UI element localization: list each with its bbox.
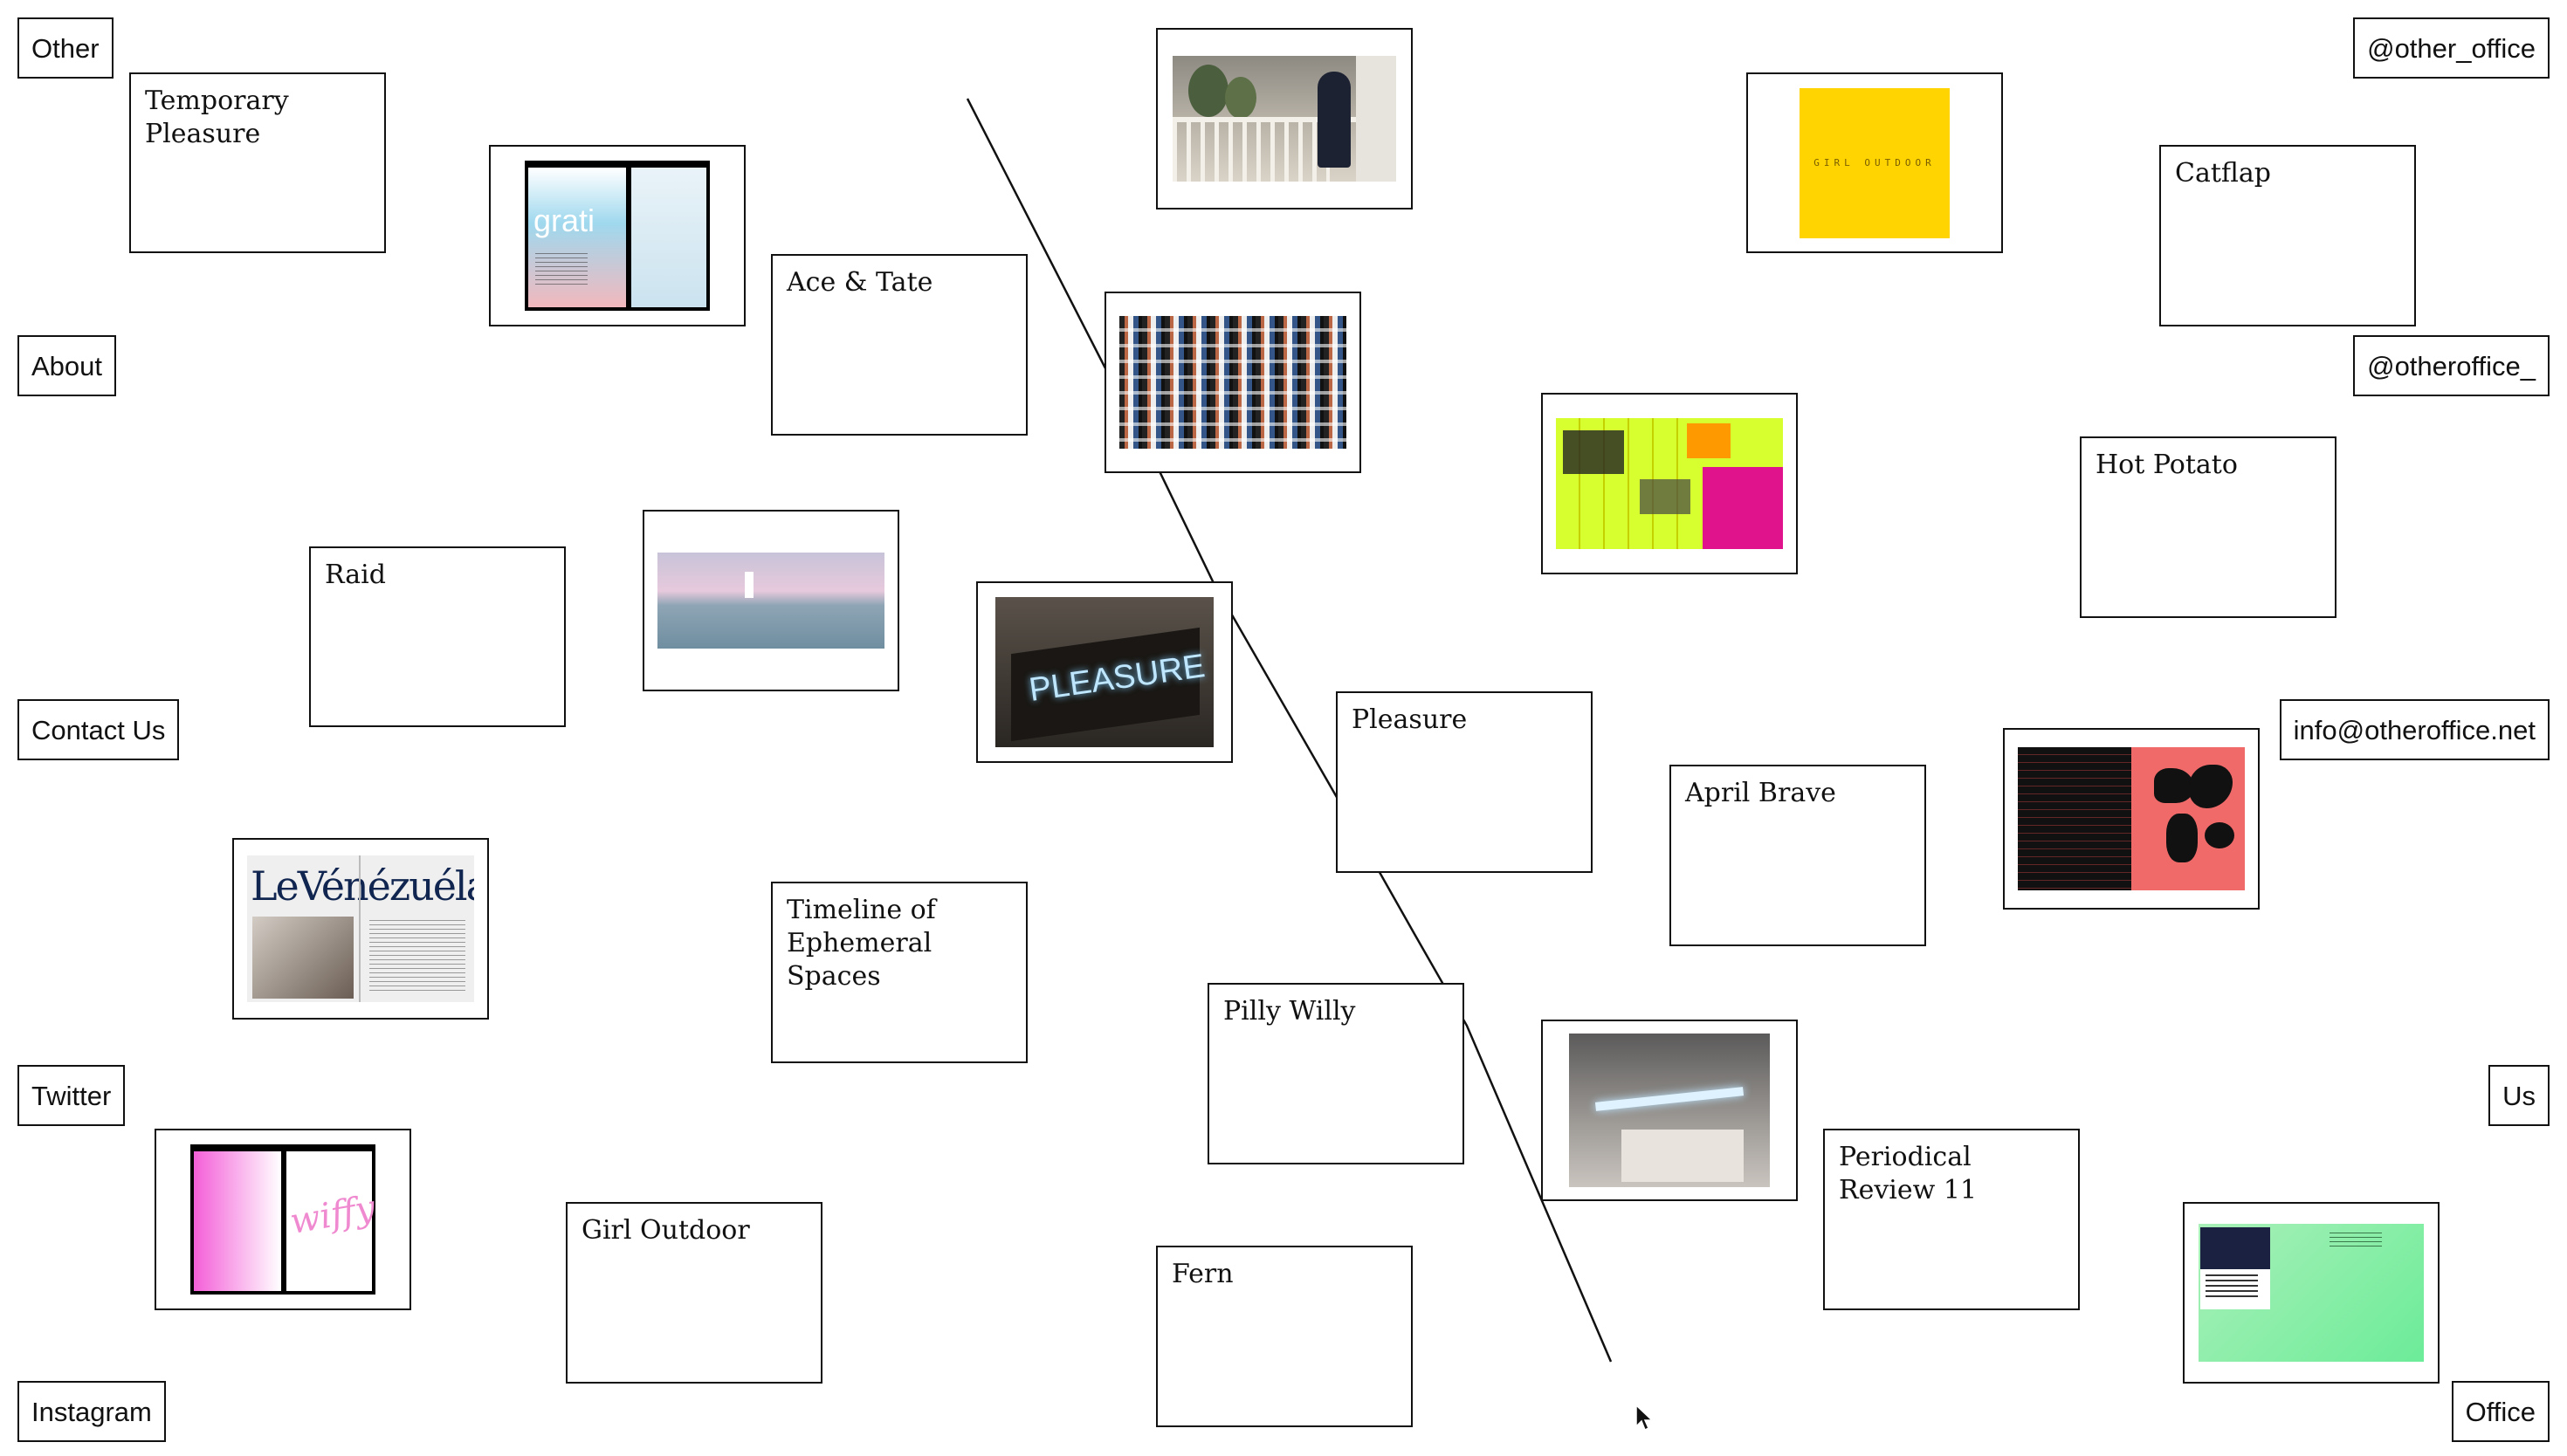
world-map-image — [2018, 747, 2245, 890]
nav-other[interactable]: Other — [17, 17, 114, 79]
poster-letters: GIRL OUTDOOR — [1813, 156, 1936, 168]
nav-us[interactable]: Us — [2488, 1065, 2550, 1126]
project-card-pleasure[interactable]: Pleasure — [1336, 691, 1593, 873]
project-card-girl-outdoor[interactable]: Girl Outdoor — [566, 1202, 822, 1384]
thumbnail-neon-shop[interactable] — [1541, 1020, 1798, 1201]
project-title: Ace & Tate — [787, 267, 933, 298]
project-title: Hot Potato — [2096, 450, 2238, 480]
project-title: Girl Outdoor — [582, 1215, 750, 1246]
project-card-catflap[interactable]: Catflap — [2159, 145, 2416, 326]
project-title: Timeline of Ephemeral Spaces — [787, 895, 936, 992]
nav-handle-other-office[interactable]: @other_office — [2353, 17, 2550, 79]
levenezuela-title: LeVénézuéla — [251, 862, 474, 910]
project-card-temporary-pleasure[interactable]: Temporary Pleasure — [129, 72, 386, 253]
mosaic-image — [1119, 316, 1346, 449]
nav-email[interactable]: info@otheroffice.net — [2279, 699, 2550, 760]
thumbnail-mint-website[interactable] — [2183, 1202, 2440, 1384]
pink-magazine-image: wiffy — [190, 1144, 375, 1295]
project-title: Periodical Review 11 — [1839, 1142, 1978, 1205]
thumbnail-levenezuela-magazine[interactable]: LeVénézuéla — [232, 838, 489, 1020]
project-title: Raid — [325, 560, 386, 590]
project-title: Pilly Willy — [1223, 996, 1356, 1027]
thumbnail-pleasure-sign[interactable]: PLEASURE — [976, 581, 1233, 763]
project-title: Catflap — [2175, 158, 2271, 189]
project-card-hot-potato[interactable]: Hot Potato — [2080, 436, 2336, 618]
yellow-poster-image: GIRL OUTDOOR — [1800, 87, 1950, 238]
magazine-spread-image: grati — [525, 161, 710, 311]
project-card-fern[interactable]: Fern — [1156, 1246, 1413, 1427]
project-card-ace-tate[interactable]: Ace & Tate — [771, 254, 1028, 436]
thumbnail-pink-magazine[interactable]: wiffy — [155, 1129, 411, 1310]
thumbnail-girl-outdoor-poster[interactable]: GIRL OUTDOOR — [1746, 72, 2003, 253]
mouse-cursor-icon — [1635, 1404, 1654, 1432]
nav-contact-us[interactable]: Contact Us — [17, 699, 180, 760]
project-card-timeline[interactable]: Timeline of Ephemeral Spaces — [771, 882, 1028, 1063]
nav-instagram[interactable]: Instagram — [17, 1381, 166, 1442]
pleasure-sign-image: PLEASURE — [995, 597, 1214, 747]
project-card-pilly-willy[interactable]: Pilly Willy — [1208, 983, 1464, 1164]
project-title: Pleasure — [1352, 704, 1468, 735]
timeline-poster-image — [1556, 418, 1783, 549]
thumbnail-world-map[interactable] — [2003, 728, 2260, 910]
thumbnail-grati-magazine[interactable]: grati — [489, 145, 746, 326]
thumbnail-staircase-photo[interactable] — [1156, 28, 1413, 209]
nav-office[interactable]: Office — [2451, 1381, 2550, 1442]
project-card-raid[interactable]: Raid — [309, 546, 566, 727]
thumbnail-timeline-poster[interactable] — [1541, 393, 1798, 574]
nav-twitter[interactable]: Twitter — [17, 1065, 126, 1126]
project-title: April Brave — [1685, 778, 1836, 808]
project-title: Fern — [1172, 1259, 1234, 1289]
staircase-image — [1173, 56, 1396, 182]
beach-image — [657, 553, 884, 649]
project-card-april-brave[interactable]: April Brave — [1669, 765, 1926, 946]
magazine-title: grati — [533, 203, 595, 238]
nav-handle-otheroffice[interactable]: @otheroffice_ — [2353, 335, 2550, 396]
magazine-script-text: wiffy — [286, 1187, 375, 1243]
nav-about[interactable]: About — [17, 335, 117, 396]
thumbnail-bookstore-mosaic[interactable] — [1105, 292, 1361, 473]
project-card-periodical-review[interactable]: Periodical Review 11 — [1823, 1129, 2080, 1310]
neon-shop-image — [1569, 1034, 1770, 1187]
levenezuela-image: LeVénézuéla — [247, 855, 474, 1002]
project-title: Temporary Pleasure — [145, 86, 289, 149]
mint-website-image — [2199, 1224, 2424, 1362]
thumbnail-beach-photo[interactable] — [643, 510, 899, 691]
